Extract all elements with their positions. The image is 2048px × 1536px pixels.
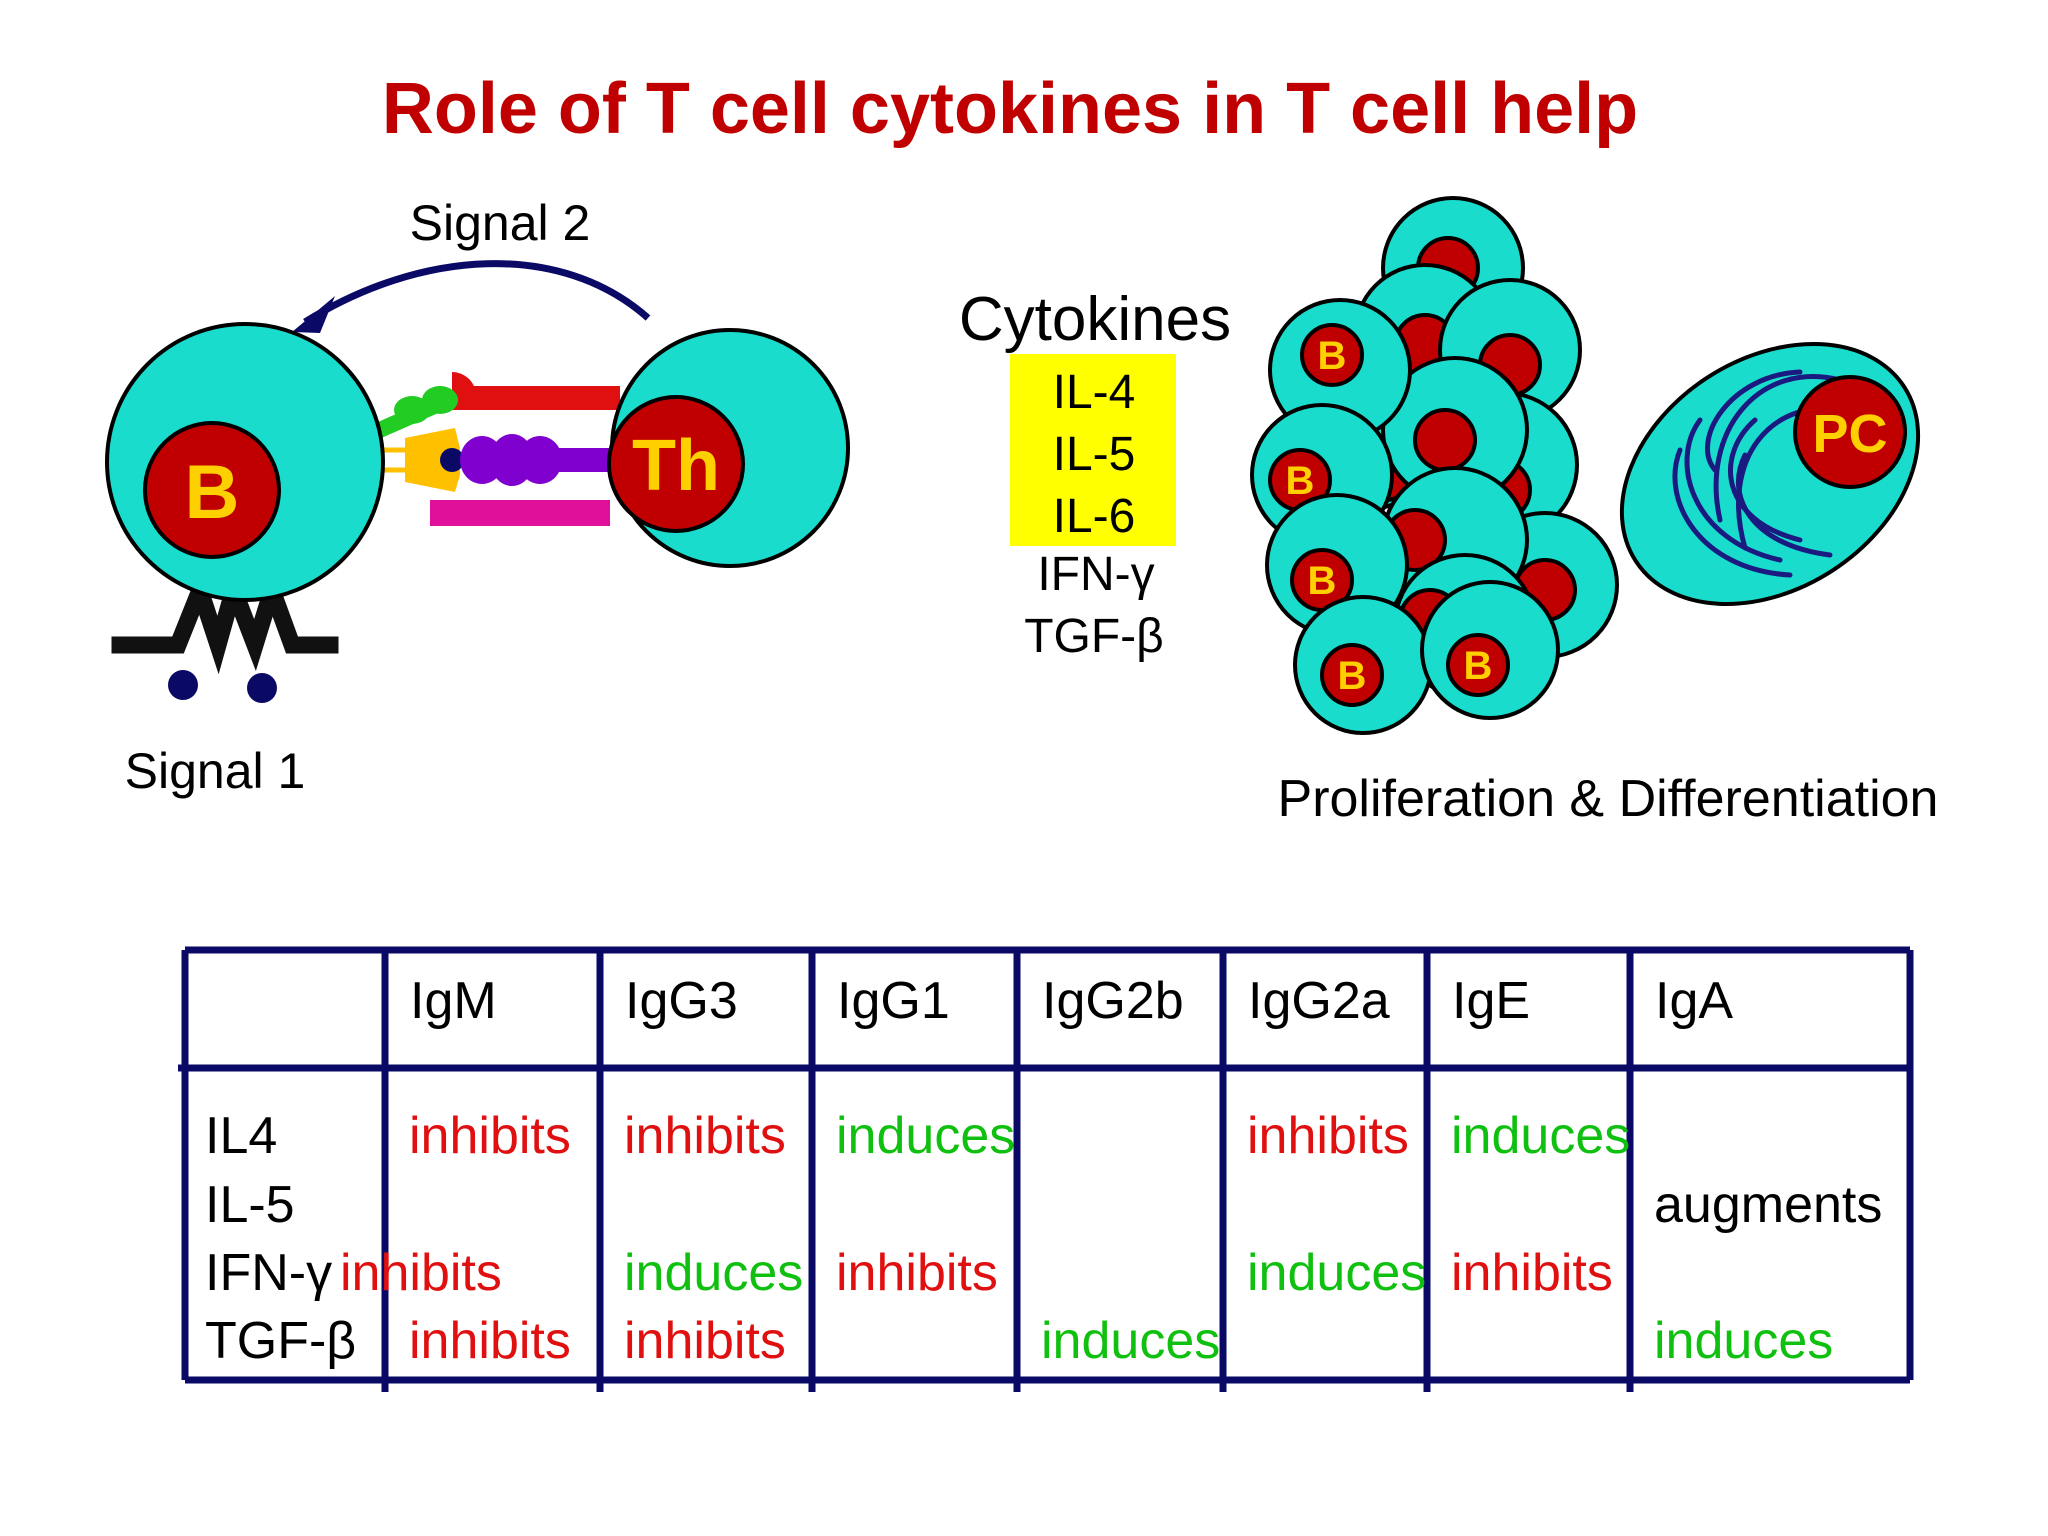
- table-header-cell: IgG2a: [1248, 972, 1390, 1030]
- cytokine-tgf-beta: TGF-β: [1024, 610, 1164, 663]
- plasma-cell-body: [1619, 342, 1921, 606]
- magenta-bar: [430, 500, 610, 526]
- plasma-cell-label: PC: [1812, 404, 1887, 464]
- cytokine-il6: IL-6: [1053, 490, 1136, 543]
- b-th-interaction: Signal 2 B Th S: [105, 195, 850, 799]
- table-header-cell: IgA: [1655, 972, 1733, 1030]
- table-cell: induces: [624, 1244, 803, 1302]
- antigen-dot-1: [168, 670, 198, 700]
- cluster-cell-nucleus: [1300, 323, 1364, 387]
- purple-bar: [555, 448, 615, 472]
- signal1-label: Signal 1: [125, 743, 306, 799]
- proliferating-b-cells: B B B B B: [1250, 196, 1619, 735]
- slide-title: Role of T cell cytokines in T cell help: [382, 69, 1638, 149]
- th-cell-nucleus: [607, 395, 745, 533]
- antigen-dot-2: [247, 673, 277, 703]
- cytokine-il4: IL-4: [1053, 366, 1136, 419]
- table-header-cell: IgM: [410, 972, 497, 1030]
- table-row-label: IL4: [205, 1107, 277, 1165]
- table-cell: inhibits: [1247, 1107, 1409, 1165]
- cluster-cell-label: B: [1308, 559, 1337, 603]
- green-bead-2: [422, 386, 458, 414]
- table-cell: inhibits: [340, 1244, 502, 1302]
- table-row-label: IL-5: [205, 1176, 295, 1234]
- cytokines-heading: Cytokines: [959, 285, 1231, 354]
- navy-ligand: [440, 448, 464, 472]
- cluster-cell-label: B: [1464, 644, 1493, 688]
- table-cell: induces: [1654, 1312, 1833, 1370]
- red-bar: [470, 386, 620, 410]
- cytokine-effect-table: IgM IgG3 IgG1 IgG2b IgG2a IgE IgA IL4 inhibits in…: [178, 946, 1914, 1392]
- table-cell: inhibits: [409, 1312, 571, 1370]
- th-cell-label: Th: [632, 426, 720, 506]
- b-cell-receptors: [111, 578, 339, 675]
- table-cell: induces: [1247, 1244, 1426, 1302]
- table-header-cell: IgG3: [625, 972, 738, 1030]
- cluster-cell-nucleus: [1446, 633, 1510, 697]
- proliferation-caption: Proliferation & Differentiation: [1278, 770, 1939, 828]
- table-header-cell: IgE: [1452, 972, 1530, 1030]
- table-cell: induces: [836, 1107, 1015, 1165]
- b-cell-cluster-member: B: [1420, 580, 1560, 720]
- white-bar: [430, 482, 610, 494]
- yellow-receptor: [405, 428, 460, 492]
- table-cell: induces: [1041, 1312, 1220, 1370]
- table-header-cell: IgG1: [837, 972, 950, 1030]
- b-cell-cluster-member: [1381, 356, 1529, 504]
- signal2-arrow: [303, 260, 651, 325]
- green-bead-1: [394, 396, 430, 424]
- signal2-arrowhead: [292, 296, 335, 333]
- table-cell: inhibits: [836, 1244, 998, 1302]
- table-cell: inhibits: [409, 1107, 571, 1165]
- cluster-cell-label: B: [1286, 459, 1315, 503]
- plasma-cell-nucleus: [1793, 375, 1907, 489]
- cytokine-highlight-box: [1010, 354, 1176, 546]
- table-cell: inhibits: [1451, 1244, 1613, 1302]
- cluster-cell-nucleus: [1320, 643, 1384, 707]
- table-cell: induces: [1451, 1107, 1630, 1165]
- table-row-label: IFN-γ: [205, 1244, 332, 1302]
- cytokine-list: Cytokines IL-4 IL-5 IL-6 IFN-γ TGF-β: [959, 285, 1231, 663]
- b-cell-cluster-member: B: [1268, 298, 1412, 442]
- table-cell: inhibits: [624, 1312, 786, 1370]
- plasma-cell: PC: [1619, 342, 1921, 606]
- b-cell-nucleus: [143, 421, 281, 559]
- table-cell: augments: [1654, 1176, 1882, 1234]
- b-cell-cluster-member: B: [1293, 595, 1433, 735]
- cluster-cell-label: B: [1338, 654, 1367, 698]
- purple-bead-3: [518, 436, 562, 484]
- signal2-label: Signal 2: [410, 195, 591, 251]
- table-row-label: TGF-β: [205, 1312, 356, 1370]
- table-header-cell: IgG2b: [1042, 972, 1184, 1030]
- cytokine-ifn-gamma: IFN-γ: [1037, 548, 1154, 601]
- cluster-cell-label: B: [1318, 334, 1347, 378]
- table-cell: inhibits: [624, 1107, 786, 1165]
- red-receptor: [452, 371, 476, 410]
- cytokine-il5: IL-5: [1053, 428, 1136, 481]
- b-cell-label: B: [185, 450, 240, 535]
- cluster-cell-nucleus: [1413, 408, 1477, 472]
